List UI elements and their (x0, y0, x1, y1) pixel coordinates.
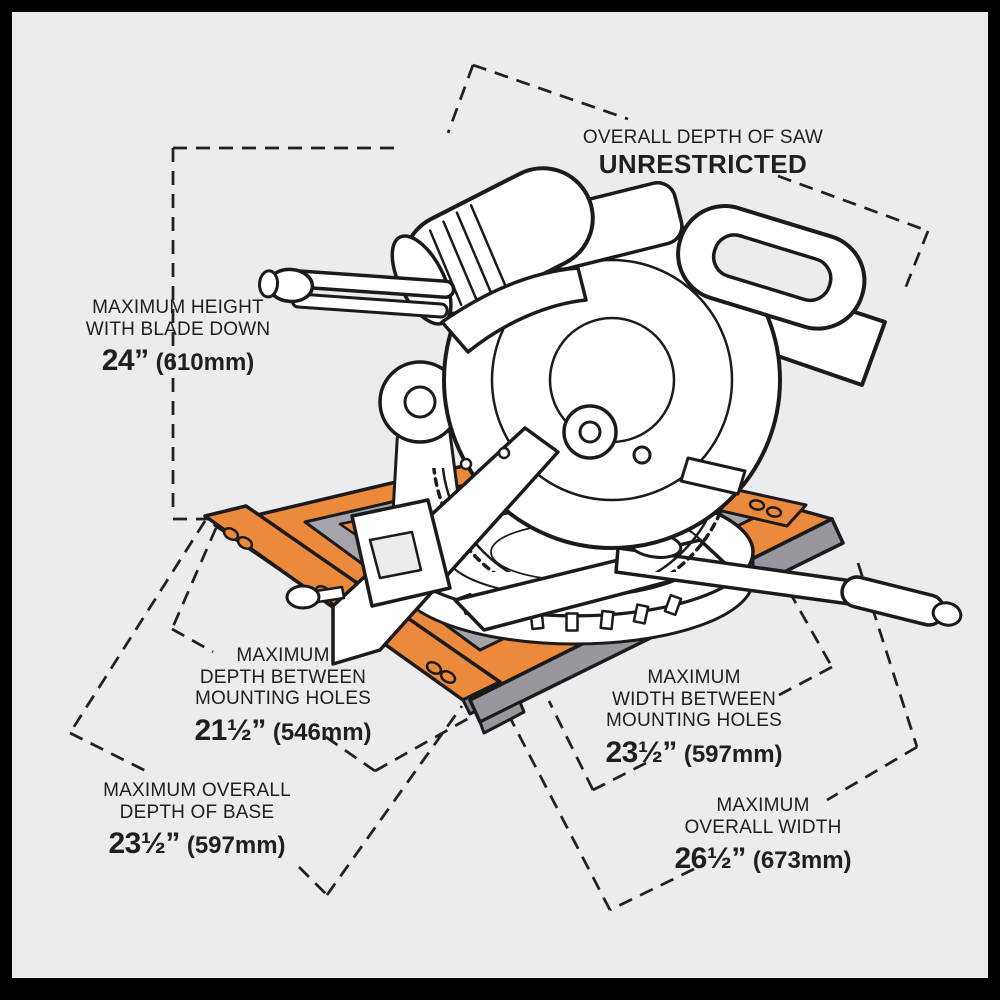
dim-label: MAXIMUM OVERALL (103, 780, 291, 801)
miter-grip (840, 575, 946, 627)
dashes-width-between-holes (547, 590, 834, 792)
miter-saw-illustration (203, 166, 963, 735)
mounting-hole (765, 506, 783, 518)
dim-label: MAXIMUM HEIGHT (92, 297, 264, 318)
dim-label: MAXIMUM (716, 795, 810, 816)
dim-label: MOUNTING HOLES (606, 710, 782, 731)
mounting-hole (748, 499, 766, 511)
screw (497, 446, 511, 460)
dim-label: WITH BLADE DOWN (85, 318, 271, 340)
arbor-bolt (578, 420, 602, 444)
dim-max-height: MAXIMUM HEIGHT WITH BLADE DOWN 24”(610mm… (86, 297, 271, 383)
mounting-hole (236, 536, 254, 550)
dim-width-between-holes: MAXIMUM WIDTH BETWEEN MOUNTING HOLES 23½… (605, 667, 782, 775)
slide-rails (258, 267, 456, 319)
miter-saw-diagram-svg (68, 63, 963, 912)
dim-label: MAXIMUM (647, 667, 741, 688)
guard-line (490, 258, 734, 502)
dim-depth-between-holes: MAXIMUM DEPTH BETWEEN MOUNTING HOLES 21½… (194, 645, 371, 753)
dim-overall-depth: OVERALL DEPTH OF SAW UNRESTRICTED (583, 127, 823, 179)
rail-lock-block (679, 456, 747, 496)
dim-value: 23½”(597mm) (605, 735, 783, 769)
dim-label: DEPTH BETWEEN (199, 666, 367, 688)
pivot-hub (403, 385, 437, 419)
rail-knob-tip (258, 269, 280, 299)
carry-handle (676, 204, 867, 331)
dim-overall-depth-base: MAXIMUM OVERALL DEPTH OF BASE 23½”(597mm… (103, 780, 291, 866)
dim-label: DEPTH OF BASE (119, 801, 275, 823)
clamp-hole (368, 530, 423, 580)
mounting-hole (439, 670, 457, 684)
dashes-overall-depth-base (68, 520, 464, 896)
dim-value: UNRESTRICTED (598, 148, 808, 179)
dust-elbow (440, 266, 588, 354)
mounting-hole (425, 661, 443, 675)
dim-label: WIDTH BETWEEN (611, 688, 777, 710)
handle-hole (711, 233, 833, 303)
mounting-hole (222, 527, 240, 541)
fence (331, 426, 560, 666)
dim-label: MOUNTING HOLES (195, 688, 371, 709)
dim-label: OVERALL WIDTH (684, 816, 842, 838)
diagram-canvas: OVERALL DEPTH OF SAW UNRESTRICTED MAXIMU… (12, 12, 988, 978)
dim-label: MAXIMUM (236, 645, 330, 666)
dim-overall-width: MAXIMUM OVERALL WIDTH 26½”(673mm) (674, 795, 851, 881)
grip-end (931, 601, 963, 627)
dim-value: 24”(610mm) (101, 344, 255, 377)
dim-value: 26½”(673mm) (674, 842, 852, 875)
motor-vents (428, 204, 507, 306)
dim-value: 21½”(546mm) (194, 713, 372, 747)
dashes-depth-between-holes (170, 527, 479, 773)
guard-bolt (632, 445, 652, 465)
hardware (285, 446, 747, 610)
base-skirt-tab (478, 700, 526, 735)
lock-knob (285, 584, 321, 610)
dashes-overall-depth (446, 63, 930, 295)
screw (459, 457, 473, 471)
lock-lever (314, 585, 346, 604)
dim-label: OVERALL DEPTH OF SAW (582, 127, 824, 148)
dim-value: 23½”(597mm) (108, 827, 286, 860)
clamp-box (350, 498, 452, 608)
